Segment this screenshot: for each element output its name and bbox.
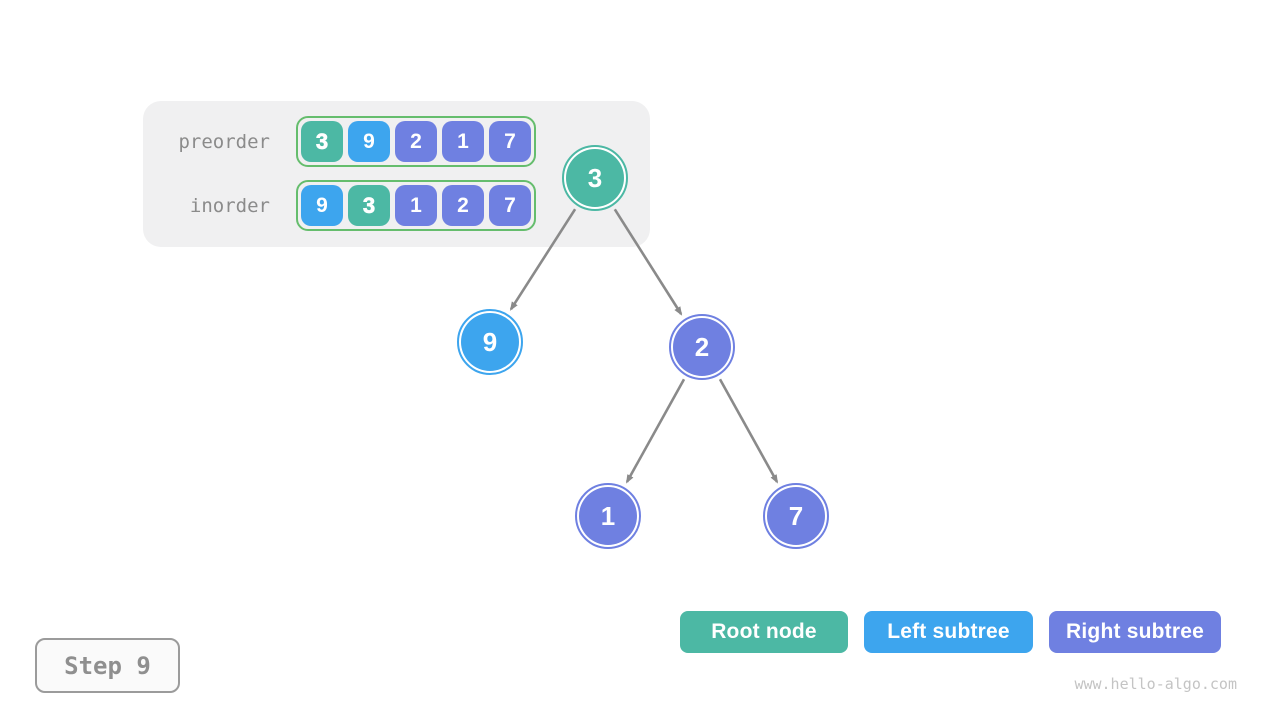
array-cell: 7	[489, 185, 531, 226]
preorder-array: 3 9 2 1 7	[296, 116, 536, 167]
step-indicator: Step 9	[35, 638, 180, 693]
array-cell: 3	[301, 121, 343, 162]
array-cell: 9	[348, 121, 390, 162]
legend-root-node: Root node	[680, 611, 848, 653]
edge-2-1	[625, 378, 686, 484]
edge-3-2	[613, 208, 683, 316]
inorder-label: inorder	[189, 194, 270, 217]
array-cell: 1	[442, 121, 484, 162]
inorder-row: inorder 9 3 1 2 7	[143, 180, 650, 231]
array-cell: 2	[395, 121, 437, 162]
inorder-array: 9 3 1 2 7	[296, 180, 536, 231]
array-cell: 9	[301, 185, 343, 226]
tree-node-7: 7	[763, 483, 829, 549]
tree-node-value: 9	[461, 313, 519, 371]
tree-node-value: 2	[673, 318, 731, 376]
tree-node-value: 1	[579, 487, 637, 545]
array-cell: 3	[348, 185, 390, 226]
legend-left-subtree: Left subtree	[864, 611, 1033, 653]
tree-node-value: 3	[566, 149, 624, 207]
legend: Root node Left subtree Right subtree	[680, 611, 1221, 653]
array-cell: 2	[442, 185, 484, 226]
legend-right-subtree: Right subtree	[1049, 611, 1221, 653]
array-cell: 1	[395, 185, 437, 226]
edge-3-9	[509, 208, 577, 311]
array-cell: 7	[489, 121, 531, 162]
tree-node-root-3: 3	[562, 145, 628, 211]
watermark: www.hello-algo.com	[1074, 675, 1237, 693]
tree-node-value: 7	[767, 487, 825, 545]
tree-node-1: 1	[575, 483, 641, 549]
preorder-label: preorder	[178, 130, 270, 153]
tree-node-9: 9	[457, 309, 523, 375]
tree-node-2: 2	[669, 314, 735, 380]
edge-2-7	[718, 378, 779, 484]
preorder-row: preorder 3 9 2 1 7	[143, 116, 650, 167]
